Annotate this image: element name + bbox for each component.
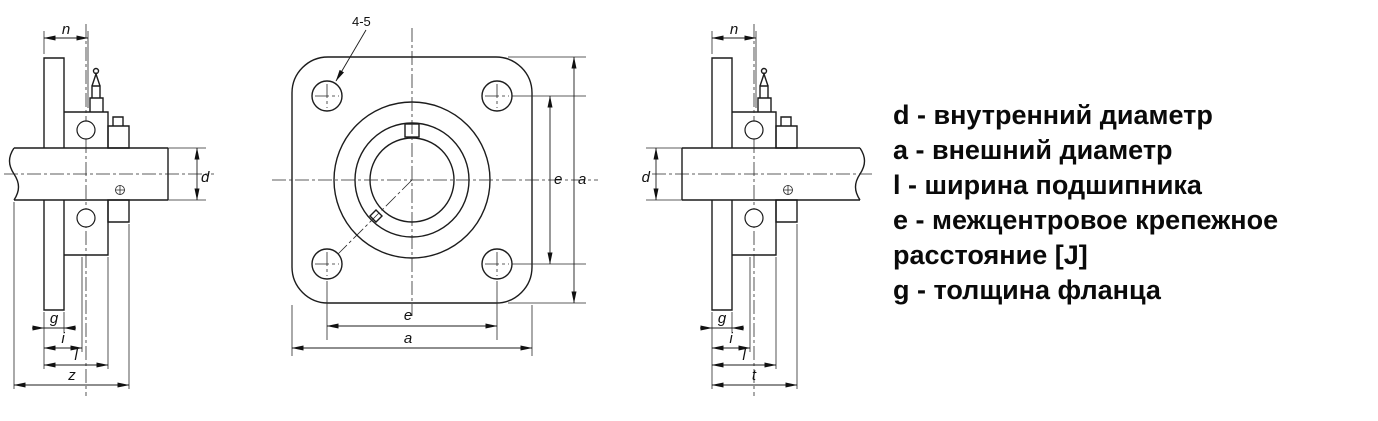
extension-lines xyxy=(13,31,206,389)
label-a-side: a xyxy=(578,171,586,188)
legend: d - внутренний диаметр a - внешний диаме… xyxy=(893,98,1278,308)
label-e-side: e xyxy=(554,171,562,188)
label-a-bottom: a xyxy=(404,330,412,347)
label-d: d xyxy=(642,169,651,186)
label-l: l xyxy=(74,347,78,364)
label-n: n xyxy=(62,21,70,38)
bearing-ball xyxy=(744,120,764,140)
grease-plug-cross xyxy=(115,185,125,195)
legend-line-a: a - внешний диаметр xyxy=(893,135,1173,165)
right-side-view: n d g i l t xyxy=(642,21,872,396)
shaft-outline xyxy=(681,147,866,201)
legend-line-e-cont: расстояние [J] xyxy=(893,240,1088,270)
label-z: z xyxy=(67,367,76,384)
label-d: d xyxy=(201,169,210,186)
label-e-bottom: e xyxy=(404,307,412,324)
label-i: i xyxy=(61,330,65,347)
callout-leader xyxy=(335,29,367,82)
technical-drawing: n d g i l z 4-5 xyxy=(4,14,872,396)
shaft-outline xyxy=(8,147,169,201)
locking-collar xyxy=(107,116,130,223)
locking-collar xyxy=(775,116,798,223)
legend-line-l: l - ширина подшипника xyxy=(893,170,1202,200)
grease-fitting-tip xyxy=(92,67,100,75)
bearing-ball xyxy=(744,208,764,228)
grease-fitting-icon xyxy=(89,71,104,112)
bearing-ball xyxy=(76,208,96,228)
bolt-hole xyxy=(311,80,343,112)
housing-outline xyxy=(711,57,777,311)
grease-plug-cross xyxy=(783,185,793,195)
label-n: n xyxy=(730,21,738,38)
set-screw-angled xyxy=(369,209,383,223)
bolt-hole-centermarks xyxy=(315,84,509,276)
label-g: g xyxy=(50,310,59,327)
label-g: g xyxy=(718,310,727,327)
extension-lines xyxy=(646,31,798,389)
centerlines xyxy=(272,28,598,316)
label-t: t xyxy=(752,367,757,384)
legend-line-g: g - толщина фланца xyxy=(893,275,1161,305)
centerlines xyxy=(4,24,214,396)
bearing-ball xyxy=(76,120,96,140)
grease-fitting-icon xyxy=(757,71,772,112)
left-side-view: n d g i l z xyxy=(4,21,214,396)
legend-line-e: e - межцентровое крепежное xyxy=(893,205,1279,235)
bolt-hole xyxy=(311,248,343,280)
label-i: i xyxy=(729,330,733,347)
front-view: 4-5 e a e a xyxy=(272,14,598,356)
label-l: l xyxy=(742,347,746,364)
grease-fitting-tip xyxy=(760,67,768,75)
housing-outline xyxy=(43,57,109,311)
legend-line-d: d - внутренний диаметр xyxy=(893,100,1213,130)
hole-callout: 4-5 xyxy=(352,14,371,29)
extension-lines xyxy=(291,56,586,356)
